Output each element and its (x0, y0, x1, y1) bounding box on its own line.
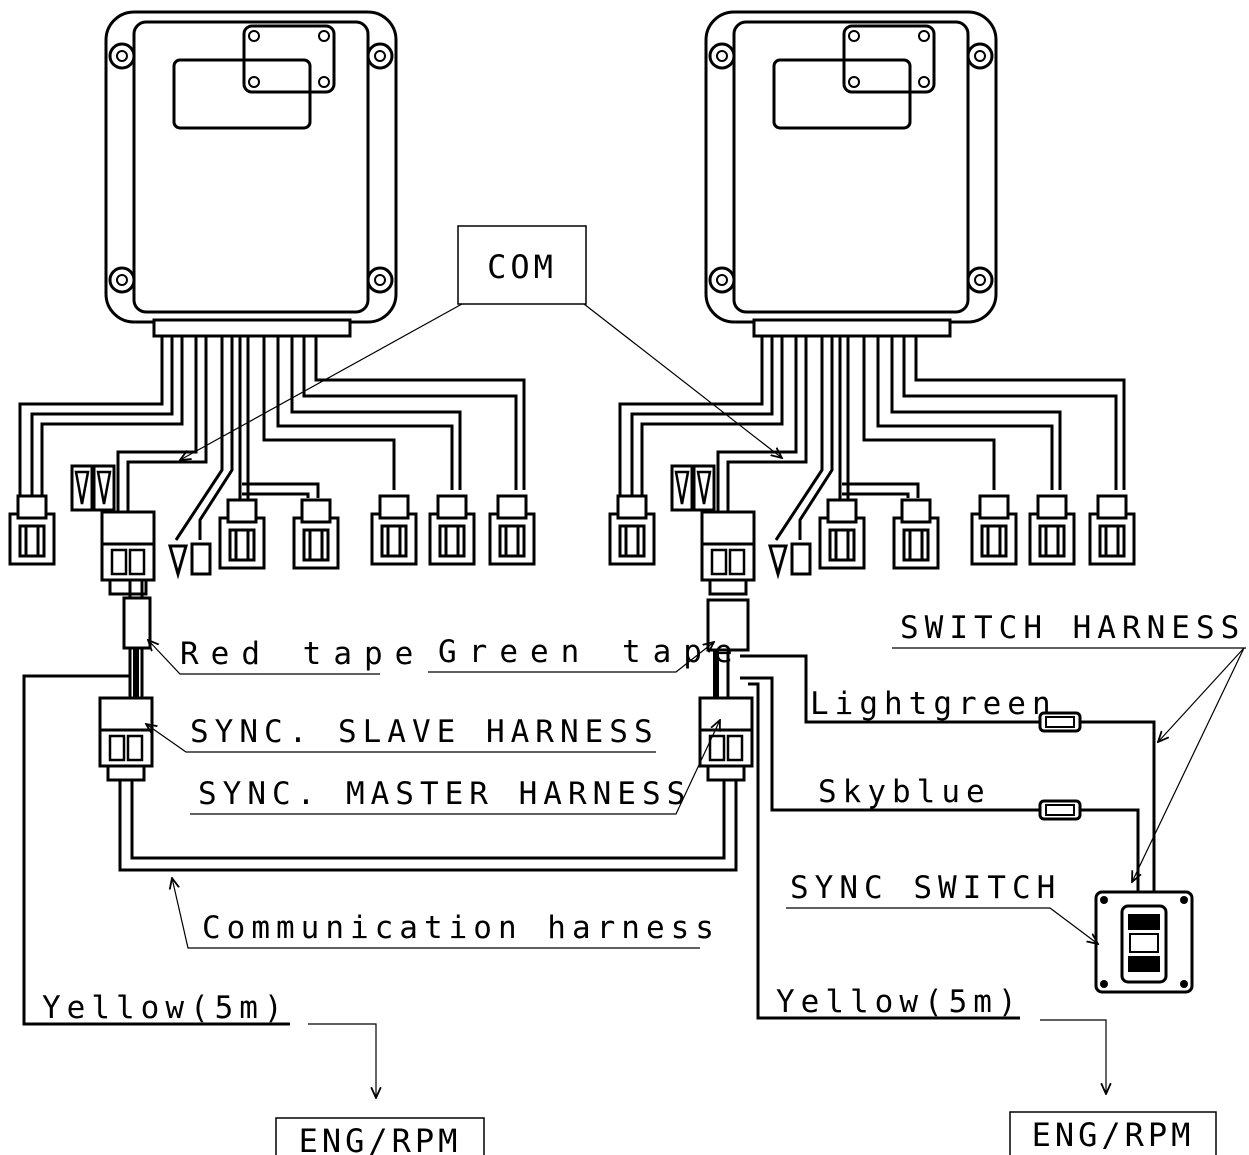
skyblue-bullet-connector (1038, 799, 1082, 821)
green-tape-label: Green tape (438, 634, 745, 670)
communication-harness-label-group: Communication harness (172, 878, 720, 949)
red-tape-label: Red tape (180, 636, 425, 672)
yellow-wire-right (748, 682, 1020, 1020)
switch-harness-label: SWITCH HARNESS (900, 610, 1245, 646)
red-tape-label-group: Red tape (148, 636, 425, 675)
sync-master-harness-label: SYNC. MASTER HARNESS (198, 776, 691, 812)
eng-rpm-right-box: ENG/RPM (1009, 1111, 1217, 1155)
sync-switch-label-group: SYNC SWITCH (786, 870, 1098, 944)
sync-slave-label-group: SYNC. SLAVE HARNESS (146, 714, 659, 753)
connectors-left (8, 464, 536, 596)
yellow-wire-left (22, 674, 290, 1026)
skyblue-label: Skyblue (818, 774, 991, 810)
red-tape-segment (122, 580, 152, 700)
sync-slave-connector (98, 696, 154, 782)
yellow-right-label: Yellow(5m) (776, 984, 1023, 1020)
eng-rpm-left-box: ENG/RPM (275, 1117, 485, 1155)
harness-right (618, 336, 1126, 541)
ecu-right (704, 10, 998, 338)
communication-harness-label: Communication harness (202, 910, 720, 946)
green-tape-label-group: Green tape (428, 634, 745, 673)
yellow-left-label: Yellow(5m) (42, 990, 289, 1026)
eng-rpm-right-label: ENG/RPM (1032, 1116, 1195, 1154)
sync-master-connector (698, 696, 754, 782)
sync-switch-label: SYNC SWITCH (790, 870, 1061, 906)
lightgreen-label: Lightgreen (810, 686, 1057, 722)
com-label: COM (487, 248, 557, 286)
communication-harness-wire (118, 780, 738, 872)
sync-switch (1094, 890, 1194, 994)
sync-master-label-group: SYNC. MASTER HARNESS (190, 720, 720, 815)
sync-slave-harness-label: SYNC. SLAVE HARNESS (190, 714, 659, 750)
eng-rpm-left-label: ENG/RPM (299, 1122, 462, 1155)
green-tape-segment (706, 598, 750, 700)
harness-left (18, 336, 526, 541)
yellow-left-label-group: Yellow(5m) (42, 990, 376, 1098)
switch-harness-wires (740, 654, 1156, 896)
com-label-group: COM (180, 225, 782, 460)
yellow-right-label-group: Yellow(5m) (776, 984, 1106, 1094)
ecu-left (104, 10, 398, 338)
connectors-right (608, 464, 1136, 596)
switch-harness-label-group: SWITCH HARNESS (892, 610, 1246, 882)
